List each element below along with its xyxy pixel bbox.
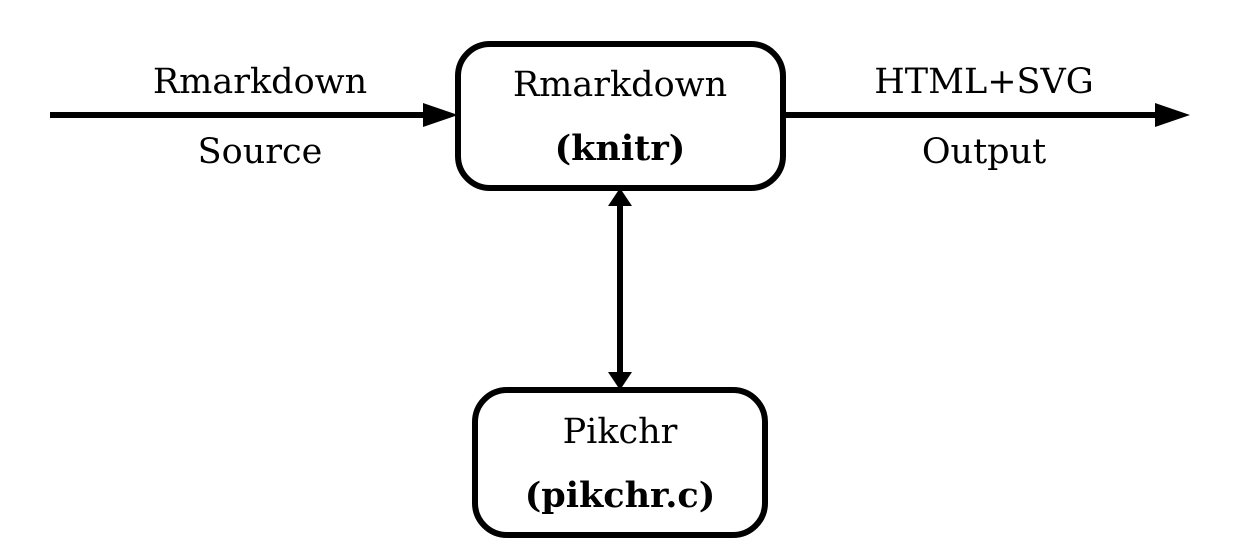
input-arrow: [50, 103, 458, 127]
output-arrow-head-icon: [1155, 103, 1190, 127]
rmarkdown-knitr-line2: (knitr): [555, 128, 686, 169]
pikchr-line2: (pikchr.c): [525, 475, 716, 516]
input-label-below: Source: [198, 132, 323, 172]
pikchr-box[interactable]: [472, 387, 768, 538]
rmarkdown-knitr-line1: Rmarkdown: [513, 65, 727, 105]
link-arrow-head-down-icon: [608, 372, 632, 390]
node-pikchr[interactable]: Pikchr (pikchr.c): [472, 387, 768, 538]
input-arrow-head-icon: [423, 103, 458, 127]
output-label-above: HTML+SVG: [874, 62, 1094, 102]
input-label-above: Rmarkdown: [153, 62, 367, 102]
output-arrow: [783, 103, 1190, 127]
output-label-below: Output: [922, 132, 1046, 172]
node-rmarkdown-knitr[interactable]: Rmarkdown (knitr): [455, 41, 786, 191]
pikchr-line1: Pikchr: [563, 412, 678, 452]
link-arrow-head-up-icon: [608, 188, 632, 206]
knitr-pikchr-link-arrow: [608, 188, 632, 390]
